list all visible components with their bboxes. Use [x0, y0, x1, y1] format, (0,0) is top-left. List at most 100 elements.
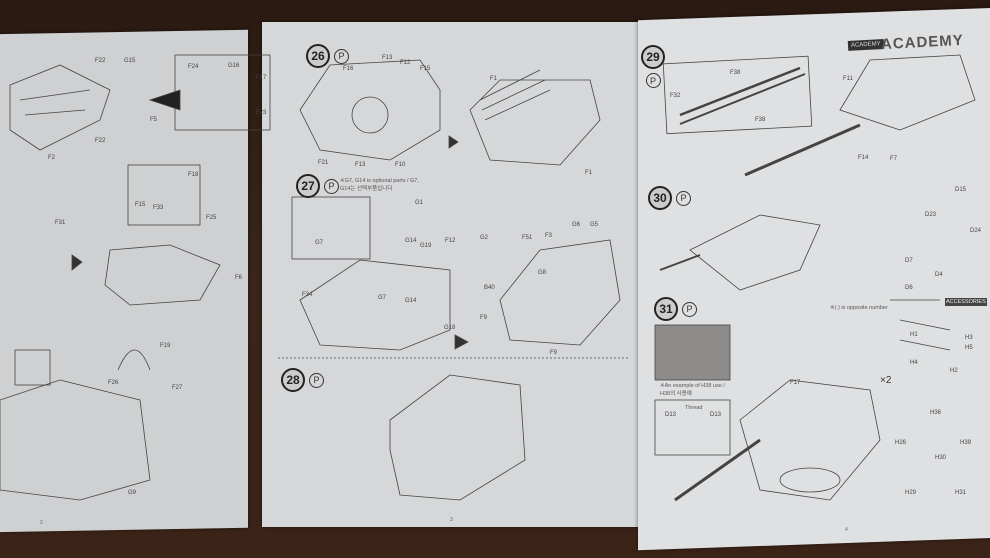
part-label: F3 — [545, 233, 553, 239]
step-number: 26 — [306, 44, 330, 68]
part-label: G16 — [228, 63, 240, 69]
part-label: F5 — [150, 117, 158, 123]
academy-badge: ACADEMY — [847, 39, 884, 51]
part-label: G14 — [405, 238, 417, 244]
pin-icon: P — [309, 372, 324, 388]
page-number: 2 — [40, 520, 43, 526]
part-label: F17 — [790, 380, 801, 386]
part-label: G14 — [405, 298, 417, 304]
part-label: B40 — [484, 285, 495, 291]
part-label: H36 — [930, 410, 942, 416]
part-label: D13 — [710, 412, 722, 418]
part-label: F22 — [95, 58, 106, 64]
part-label: D7 — [905, 258, 913, 264]
part-label: F15 — [420, 66, 431, 72]
hull-drawing-left-bottom — [0, 379, 151, 501]
part-label: H31 — [955, 490, 967, 496]
instruction-page-middle — [262, 22, 640, 527]
accessories-tab: ACCESSORIES — [945, 298, 987, 306]
part-label: F1 — [490, 76, 498, 82]
part-label: F31 — [55, 220, 66, 226]
part-label: F25 — [206, 215, 217, 221]
step-number: 28 — [281, 368, 305, 392]
part-label: F33 — [153, 205, 164, 211]
part-label: F23 — [256, 110, 267, 116]
turret-drawing-27b — [499, 239, 621, 346]
part-label: F14 — [858, 155, 869, 161]
part-label: F16 — [343, 66, 354, 72]
turret-drawing-29 — [839, 54, 976, 131]
pin-icon: P — [334, 48, 349, 64]
part-label: F13 — [355, 162, 366, 168]
part-label: F11 — [843, 76, 853, 82]
pin-icon: P — [682, 301, 697, 317]
part-label: G8 — [538, 270, 547, 276]
part-label: F12 — [445, 238, 456, 244]
part-label: F13 — [382, 55, 393, 61]
part-label: H5 — [965, 345, 973, 351]
part-label: G5 — [590, 222, 599, 228]
page-number: 3 — [450, 517, 453, 523]
part-label: F27 — [172, 385, 183, 391]
part-label: F7 — [890, 156, 898, 162]
part-label: G1 — [415, 200, 424, 206]
gun-mantlet-drawing — [689, 214, 821, 291]
part-label: F12 — [400, 60, 411, 66]
turret-drawing-28 — [389, 374, 526, 501]
step-number: 31 — [654, 297, 678, 321]
part-label: F6 — [235, 275, 243, 281]
quantity-x2: ×2 — [880, 375, 892, 386]
part-label: F9 — [550, 350, 558, 356]
pin-icon: P — [324, 178, 339, 194]
part-label: H4 — [910, 360, 918, 366]
part-label: G7 — [315, 240, 324, 246]
turret-drawing-27a — [299, 259, 451, 351]
page-number: 4 — [845, 527, 848, 533]
part-label: G2 — [480, 235, 489, 241]
step-number: 30 — [648, 186, 672, 210]
part-label: G9 — [128, 490, 137, 496]
part-label: G6 — [572, 222, 581, 228]
step27-note: ※G7, G14 is optional parts / G7, G14는 선택… — [340, 178, 419, 192]
step-number: 29 — [641, 45, 665, 69]
part-label: F15 — [135, 202, 146, 208]
pointer-triangle — [148, 89, 181, 111]
part-label: D15 — [955, 187, 967, 193]
part-label: G15 — [124, 58, 136, 64]
part-label: F18 — [188, 172, 199, 178]
next-arrow-icon — [71, 254, 83, 271]
part-label: F38 — [755, 117, 766, 123]
part-label: D4 — [935, 272, 943, 278]
part-label: H39 — [960, 440, 972, 446]
pin-icon: P — [645, 73, 661, 88]
hull-part-drawing-left-top — [9, 64, 111, 151]
part-label: F26 — [108, 380, 119, 386]
part-label: F17 — [256, 75, 267, 81]
part-label: H1 — [910, 332, 918, 338]
part-label: H29 — [905, 490, 917, 496]
part-label: F51 — [522, 235, 533, 241]
part-label: F21 — [318, 160, 329, 166]
part-label: D13 — [665, 412, 677, 418]
part-label: D24 — [970, 228, 982, 234]
pin-icon: P — [676, 190, 691, 206]
detail-inset-box — [127, 164, 201, 226]
part-label: H26 — [895, 440, 907, 446]
part-label: G7 — [378, 295, 387, 301]
part-label: F9 — [480, 315, 488, 321]
chassis-drawing — [104, 244, 221, 306]
part-label: F32 — [670, 93, 681, 99]
part-label: G18 — [444, 325, 456, 331]
part-label: F2 — [48, 155, 56, 161]
part-label: H2 — [950, 368, 958, 374]
part-label: F10 — [395, 162, 406, 168]
step31-example-note: ※An example of H38 use / H38의 사용예 — [660, 383, 725, 397]
turret-drawing-26a — [299, 59, 441, 161]
